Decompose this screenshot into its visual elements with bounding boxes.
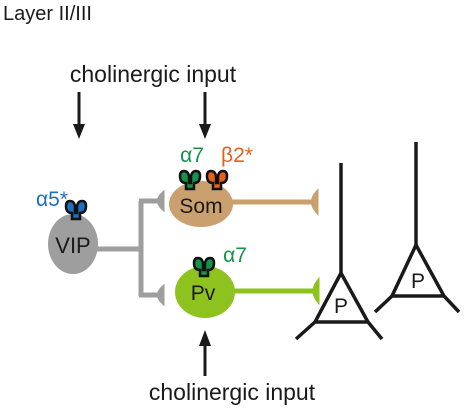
- input-arrow-vip: [73, 92, 85, 139]
- pyramidal-neuron-1: [294, 163, 384, 341]
- vip-cell: [48, 214, 98, 274]
- layer-title: Layer II/III: [3, 3, 92, 25]
- pv-label: Pv: [191, 282, 216, 305]
- alpha5-label: α5*: [36, 188, 68, 211]
- pyramidal-neuron-2: [373, 142, 461, 314]
- cholinergic-input-top-label: cholinergic input: [70, 61, 237, 87]
- input-arrow-som: [199, 92, 211, 139]
- som-label: Som: [179, 195, 222, 218]
- input-arrow-pv: [199, 330, 211, 376]
- som-terminal: [311, 188, 319, 216]
- vip-terminal-pv: [157, 283, 165, 307]
- vip-axon: [96, 198, 160, 298]
- alpha7-som-label: α7: [180, 144, 204, 167]
- alpha7-receptor-pv-icon: [192, 256, 216, 278]
- pyramidal-1-label: P: [334, 295, 348, 318]
- cholinergic-input-bottom-label: cholinergic input: [149, 379, 316, 405]
- pv-terminal: [312, 276, 320, 306]
- alpha7-receptor-som-icon: [178, 169, 202, 191]
- pyramidal-2-label: P: [411, 270, 425, 293]
- som-cell: [169, 181, 233, 227]
- vip-label: VIP: [55, 233, 90, 258]
- pv-cell: [175, 266, 235, 318]
- alpha7-pv-label: α7: [223, 244, 247, 267]
- beta2-label: β2*: [221, 144, 253, 167]
- vip-terminal-som: [157, 189, 165, 213]
- beta2-receptor-icon: [205, 169, 229, 191]
- alpha5-receptor-icon: [64, 199, 88, 221]
